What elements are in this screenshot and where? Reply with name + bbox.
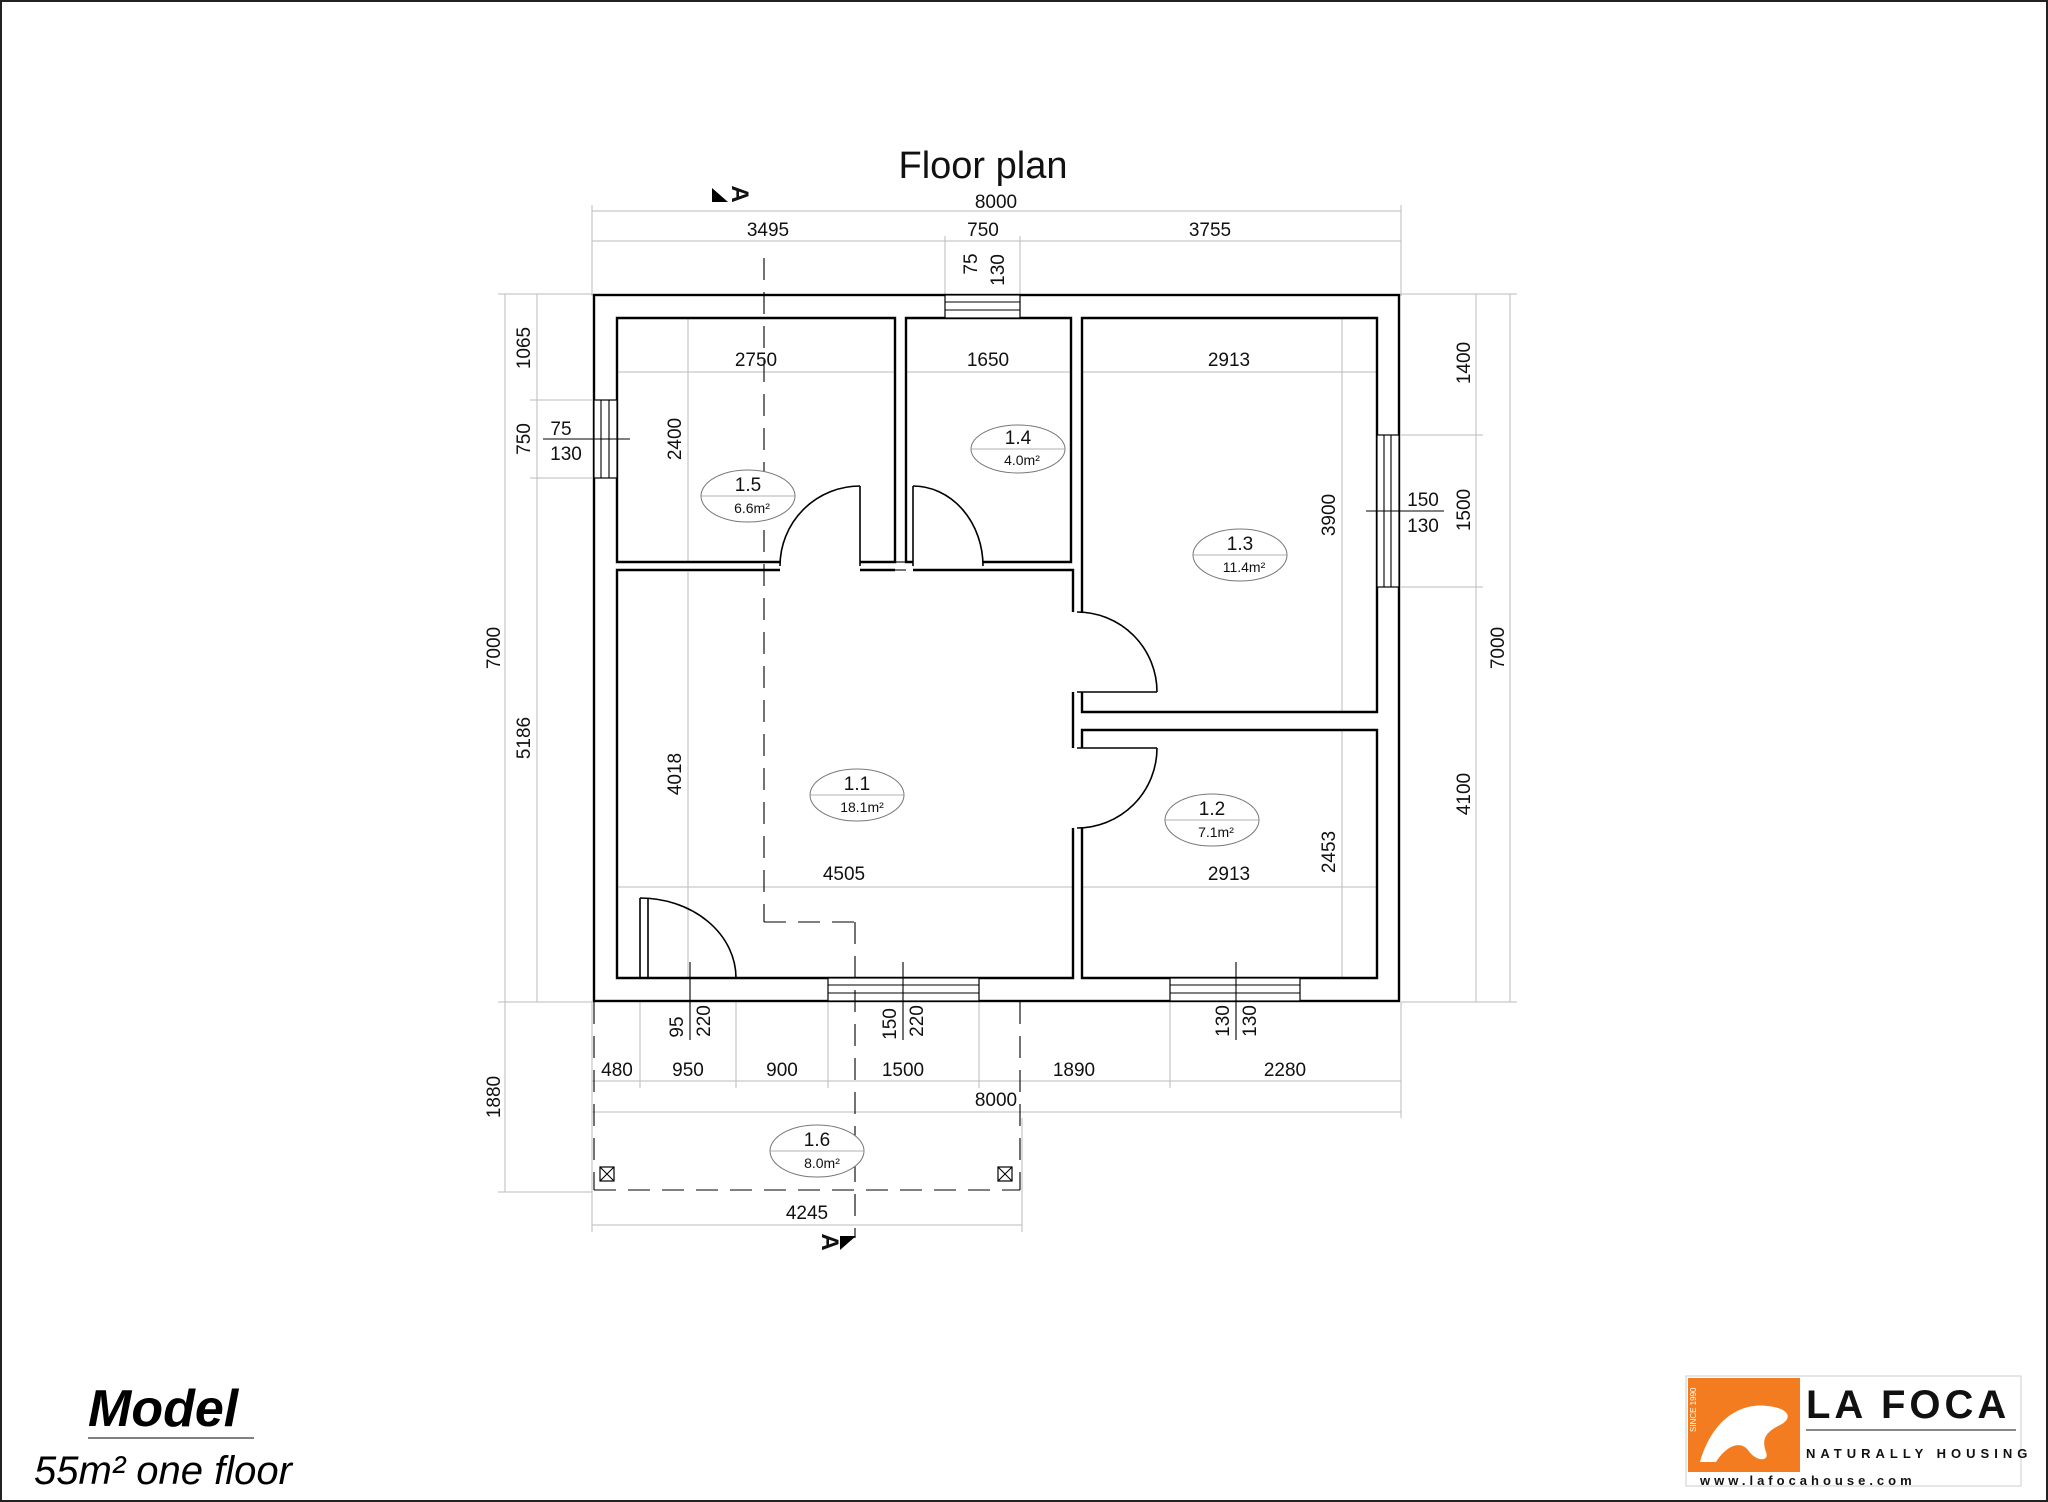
dim-room15-width: 2750 (735, 350, 777, 371)
dim-left-seg-1: 1065 (514, 327, 535, 369)
dim-room11-width: 4505 (823, 864, 865, 885)
dim-room11-height: 4018 (665, 753, 686, 795)
model-title: Model (88, 1380, 240, 1438)
door-room-1-2 (1076, 747, 1158, 829)
door-entrance (639, 897, 737, 979)
svg-text:1.4: 1.4 (1005, 428, 1032, 449)
section-arrow-bottom (840, 1236, 856, 1250)
dim-right-window-a: 150 (1407, 490, 1439, 511)
plan-title: Floor plan (899, 145, 1068, 187)
logo-url: www.lafocahouse.com (1699, 1473, 1916, 1488)
dim-right-seg-3: 4100 (1454, 773, 1475, 815)
dim-left-total: 7000 (484, 627, 505, 669)
dim-bottom-seg-5: 1890 (1053, 1060, 1095, 1081)
dim-left-porch: 1880 (484, 1076, 505, 1118)
dim-bottom-seg-2: 950 (672, 1060, 704, 1081)
dim-top-seg-2: 750 (967, 220, 999, 241)
svg-text:7.1m²: 7.1m² (1198, 824, 1234, 840)
porch (593, 1002, 1021, 1191)
logo-tagline: NATURALLY HOUSING (1806, 1446, 2032, 1461)
dim-top-seg-3: 3755 (1189, 220, 1231, 241)
dim-top-total: 8000 (975, 192, 1017, 213)
dim-door-a: 95 (667, 1016, 688, 1037)
svg-text:11.4m²: 11.4m² (1223, 559, 1266, 575)
section-label-top: A (726, 185, 753, 202)
company-logo: SINCE 1990 LA FOCA NATURALLY HOUSING www… (1685, 1375, 2032, 1488)
svg-text:18.1m²: 18.1m² (840, 799, 884, 815)
dim-porch-width: 4245 (786, 1203, 828, 1224)
svg-text:6.6m²: 6.6m² (734, 500, 770, 516)
room-tag-1-2: 1.2 7.1m² (1164, 793, 1260, 847)
porch-post-left (599, 1166, 615, 1182)
section-line-a (712, 188, 856, 1250)
walls (592, 293, 1401, 1003)
dim-left-window-b: 130 (550, 444, 582, 465)
room-tag-1-5: 1.5 6.6m² (700, 469, 796, 523)
dim-room13-height: 3900 (1319, 494, 1340, 536)
windows (593, 294, 1400, 1002)
section-arrow-top (712, 188, 728, 202)
dim-win-bottom-a: 150 (880, 1008, 901, 1040)
dim-left-window-a: 75 (550, 419, 571, 440)
svg-text:1.1: 1.1 (844, 774, 870, 795)
dim-win-bottom2-a: 130 (1213, 1005, 1234, 1037)
dimension-lines (498, 205, 1517, 1232)
dim-bottom-seg-6: 2280 (1264, 1060, 1306, 1081)
seal-icon (1700, 1405, 1788, 1462)
dim-right-seg-1: 1400 (1454, 342, 1475, 384)
door-room-1-5 (779, 485, 861, 567)
dim-bottom-seg-1: 480 (601, 1060, 633, 1081)
dim-bottom-seg-3: 900 (766, 1060, 798, 1081)
dim-bottom-seg-4: 1500 (882, 1060, 924, 1081)
room-tag-1-6: 1.6 8.0m² (769, 1124, 865, 1178)
porch-post-right (997, 1166, 1013, 1182)
dim-top-seg-1: 3495 (747, 220, 789, 241)
window-bottom-2 (1169, 977, 1301, 1002)
svg-text:1.6: 1.6 (804, 1130, 830, 1151)
dim-top-window-a: 75 (961, 253, 982, 274)
window-top (944, 294, 1021, 319)
door-room-1-4 (912, 485, 984, 567)
dim-bottom-total: 8000 (975, 1090, 1017, 1111)
svg-text:1.5: 1.5 (735, 475, 761, 496)
dim-room12-width: 2913 (1208, 864, 1250, 885)
logo-name: LA FOCA (1806, 1383, 2010, 1427)
model-subtitle: 55m² one floor (34, 1449, 294, 1493)
dim-room13-width: 2913 (1208, 350, 1250, 371)
dim-left-seg-2: 750 (514, 423, 535, 455)
room-tag-1-4: 1.4 4.0m² (970, 424, 1066, 474)
dim-left-seg-3: 5186 (514, 717, 535, 759)
room-tag-1-1: 1.1 18.1m² (809, 768, 905, 822)
dim-room14-width: 1650 (967, 350, 1009, 371)
dim-right-total: 7000 (1488, 627, 1509, 669)
svg-text:1.3: 1.3 (1227, 534, 1253, 555)
doors (639, 485, 1158, 979)
dim-room12-height: 2453 (1319, 831, 1340, 873)
room-tag-1-3: 1.3 11.4m² (1192, 528, 1288, 582)
svg-text:8.0m²: 8.0m² (804, 1155, 840, 1171)
dim-door-b: 220 (694, 1005, 715, 1037)
dim-right-window-b: 130 (1407, 516, 1439, 537)
dim-win-bottom2-b: 130 (1240, 1005, 1261, 1037)
svg-text:4.0m²: 4.0m² (1004, 452, 1040, 468)
svg-text:1.2: 1.2 (1199, 799, 1225, 820)
dim-right-seg-2: 1500 (1454, 489, 1475, 531)
door-room-1-3 (1076, 611, 1158, 693)
dim-top-window-b: 130 (988, 254, 1009, 286)
dim-room15-height: 2400 (665, 418, 686, 460)
section-label-bottom: A (816, 1233, 843, 1250)
dim-win-bottom-b: 220 (907, 1005, 928, 1037)
logo-since: SINCE 1990 (1689, 1387, 1698, 1432)
